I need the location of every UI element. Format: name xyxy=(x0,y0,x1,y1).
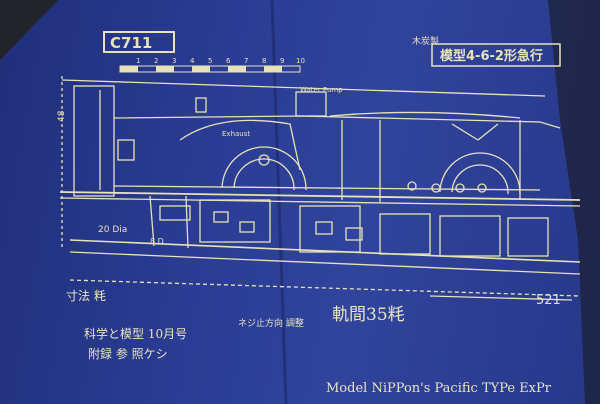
model-code: C711 xyxy=(110,34,152,52)
svg-text:3: 3 xyxy=(172,57,176,65)
svg-text:9: 9 xyxy=(280,57,284,65)
svg-text:1: 1 xyxy=(136,57,140,65)
svg-text:7: 7 xyxy=(244,57,248,65)
source-note-2: 附録 参 照ケシ xyxy=(88,346,168,361)
screw-note: ネジ止方向 調整 xyxy=(238,317,304,329)
title-small-note: 木炭製 xyxy=(412,35,439,47)
svg-text:5: 5 xyxy=(208,57,212,65)
gauge-label: 軌間35粍 xyxy=(332,305,405,325)
drawing-title: 模型4-6-2形急行 xyxy=(440,48,543,64)
exhaust-label: Exhaust xyxy=(222,130,250,138)
model-code-box xyxy=(103,31,175,53)
svg-text:8: 8 xyxy=(262,57,266,65)
source-note-1: 科学と模型 10月号 xyxy=(84,326,187,341)
water-pump-label: Water Pump xyxy=(300,86,343,94)
svg-text:10: 10 xyxy=(296,57,305,65)
paper-edge-shadow xyxy=(548,0,600,404)
title-box xyxy=(431,43,561,67)
svg-text:4: 4 xyxy=(190,57,195,65)
dim-48-label: 48 xyxy=(57,110,67,122)
cylinder-dia-label: 20 Dia xyxy=(98,225,127,235)
corner-background xyxy=(0,0,58,60)
scale-bar: 1 2 3 4 5 6 7 8 9 10 xyxy=(119,57,305,73)
svg-text:6: 6 xyxy=(226,57,231,65)
svg-text:2: 2 xyxy=(154,57,158,65)
english-title: Model NiPPon's Pacific TYPe ExPr xyxy=(326,381,552,396)
dim-8-label: 8 D xyxy=(150,237,164,246)
bottom-dimension-line xyxy=(429,295,573,301)
units-label: 寸法 粍 xyxy=(66,289,106,303)
dimension-number: 521 xyxy=(536,293,561,308)
locomotive-linework xyxy=(59,76,581,297)
